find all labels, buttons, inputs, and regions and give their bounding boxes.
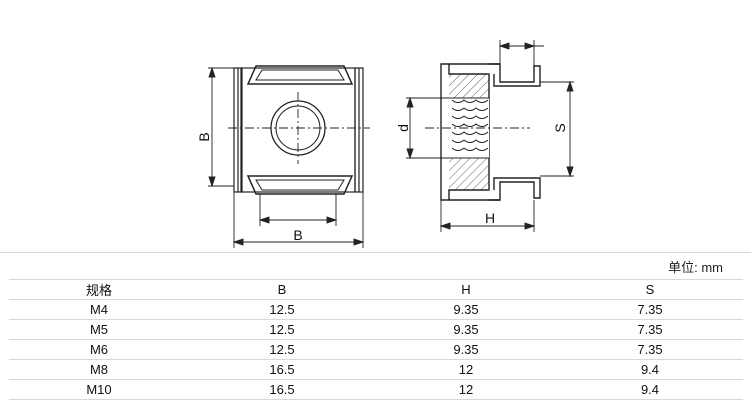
table-row: M5 12.5 9.35 7.35 — [9, 319, 743, 340]
table-row: M10 16.5 12 9.4 — [9, 379, 743, 400]
cell-s: 7.35 — [557, 319, 743, 340]
table-row: M4 12.5 9.35 7.35 — [9, 299, 743, 320]
front-label-b-vertical: B — [196, 132, 212, 141]
unit-row: 单位: mm — [0, 252, 751, 279]
cell-size: M4 — [9, 299, 189, 320]
side-top-hook — [489, 63, 541, 87]
cell-h: 9.35 — [375, 319, 557, 340]
cell-b: 16.5 — [189, 359, 375, 380]
side-view — [406, 40, 574, 232]
front-view — [208, 65, 370, 248]
front-dim-b-vertical — [208, 66, 234, 188]
thread-profile — [449, 97, 489, 159]
header-size: 规格 — [9, 279, 189, 300]
front-dim-inner-width — [258, 194, 338, 226]
unit-label: 单位: mm — [668, 260, 723, 275]
bottom-clip — [246, 175, 354, 195]
cell-s: 7.35 — [557, 299, 743, 320]
side-dim-d — [406, 96, 449, 160]
cell-h: 12 — [375, 359, 557, 380]
side-dim-s — [540, 80, 574, 178]
cell-h: 12 — [375, 379, 557, 400]
front-dim-b-horizontal — [232, 192, 365, 248]
table-row: M8 16.5 12 9.4 — [9, 359, 743, 380]
cell-s: 9.4 — [557, 379, 743, 400]
cell-s: 9.4 — [557, 359, 743, 380]
cell-h: 9.35 — [375, 339, 557, 360]
cell-b: 12.5 — [189, 299, 375, 320]
side-label-d: d — [395, 124, 411, 132]
top-clip — [246, 65, 354, 85]
cell-size: M6 — [9, 339, 189, 360]
cell-b: 12.5 — [189, 319, 375, 340]
table-header-row: 规格 B H S — [9, 279, 743, 300]
side-dim-top-clip — [498, 40, 544, 66]
cell-b: 12.5 — [189, 339, 375, 360]
cell-size: M8 — [9, 359, 189, 380]
cell-b: 16.5 — [189, 379, 375, 400]
side-label-s: S — [552, 123, 568, 132]
cell-h: 9.35 — [375, 299, 557, 320]
front-label-b-horizontal: B — [293, 227, 302, 243]
header-h: H — [375, 279, 557, 300]
header-b: B — [189, 279, 375, 300]
cell-s: 7.35 — [557, 339, 743, 360]
cell-size: M10 — [9, 379, 189, 400]
section-body-outline — [440, 63, 490, 201]
spec-table: 规格 B H S M4 12.5 9.35 7.35 M5 12.5 9.35 … — [9, 279, 743, 400]
side-dim-h — [439, 200, 536, 232]
header-s: S — [557, 279, 743, 300]
side-bottom-hook — [489, 177, 541, 201]
cell-size: M5 — [9, 319, 189, 340]
technical-drawing: B B — [196, 40, 574, 248]
side-label-h: H — [485, 210, 495, 226]
table-row: M6 12.5 9.35 7.35 — [9, 339, 743, 360]
